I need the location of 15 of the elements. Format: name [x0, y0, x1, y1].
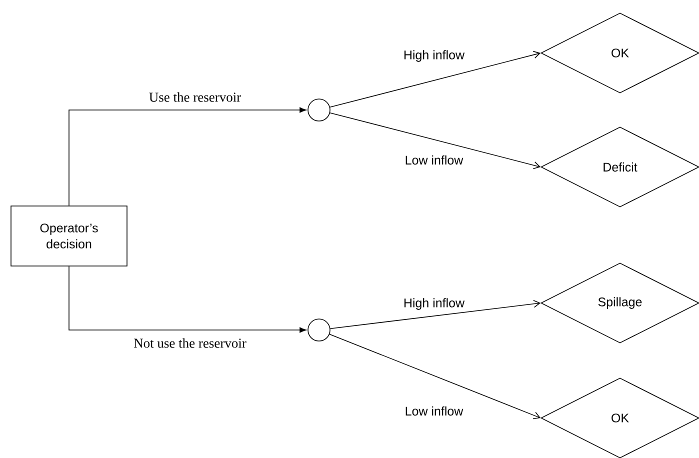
- edge-label: Low inflow: [406, 406, 464, 416]
- edge-label: Not use the reservoir: [134, 338, 246, 348]
- edge-label: High inflow: [404, 298, 465, 310]
- empty-circle: [308, 318, 330, 342]
- empty-circle: [308, 98, 330, 122]
- arrow: [330, 50, 541, 108]
- arrow: [329, 334, 541, 420]
- arrow: [330, 300, 541, 330]
- arrow: [68, 266, 306, 333]
- decision-box: Operator’s decision: [10, 206, 128, 266]
- arrow: [68, 107, 306, 206]
- edge-label: Low inflow: [406, 155, 464, 165]
- arrow: [330, 112, 541, 170]
- edge-label: High inflow: [404, 50, 465, 62]
- edge-label: Use the reservoir: [149, 92, 241, 102]
